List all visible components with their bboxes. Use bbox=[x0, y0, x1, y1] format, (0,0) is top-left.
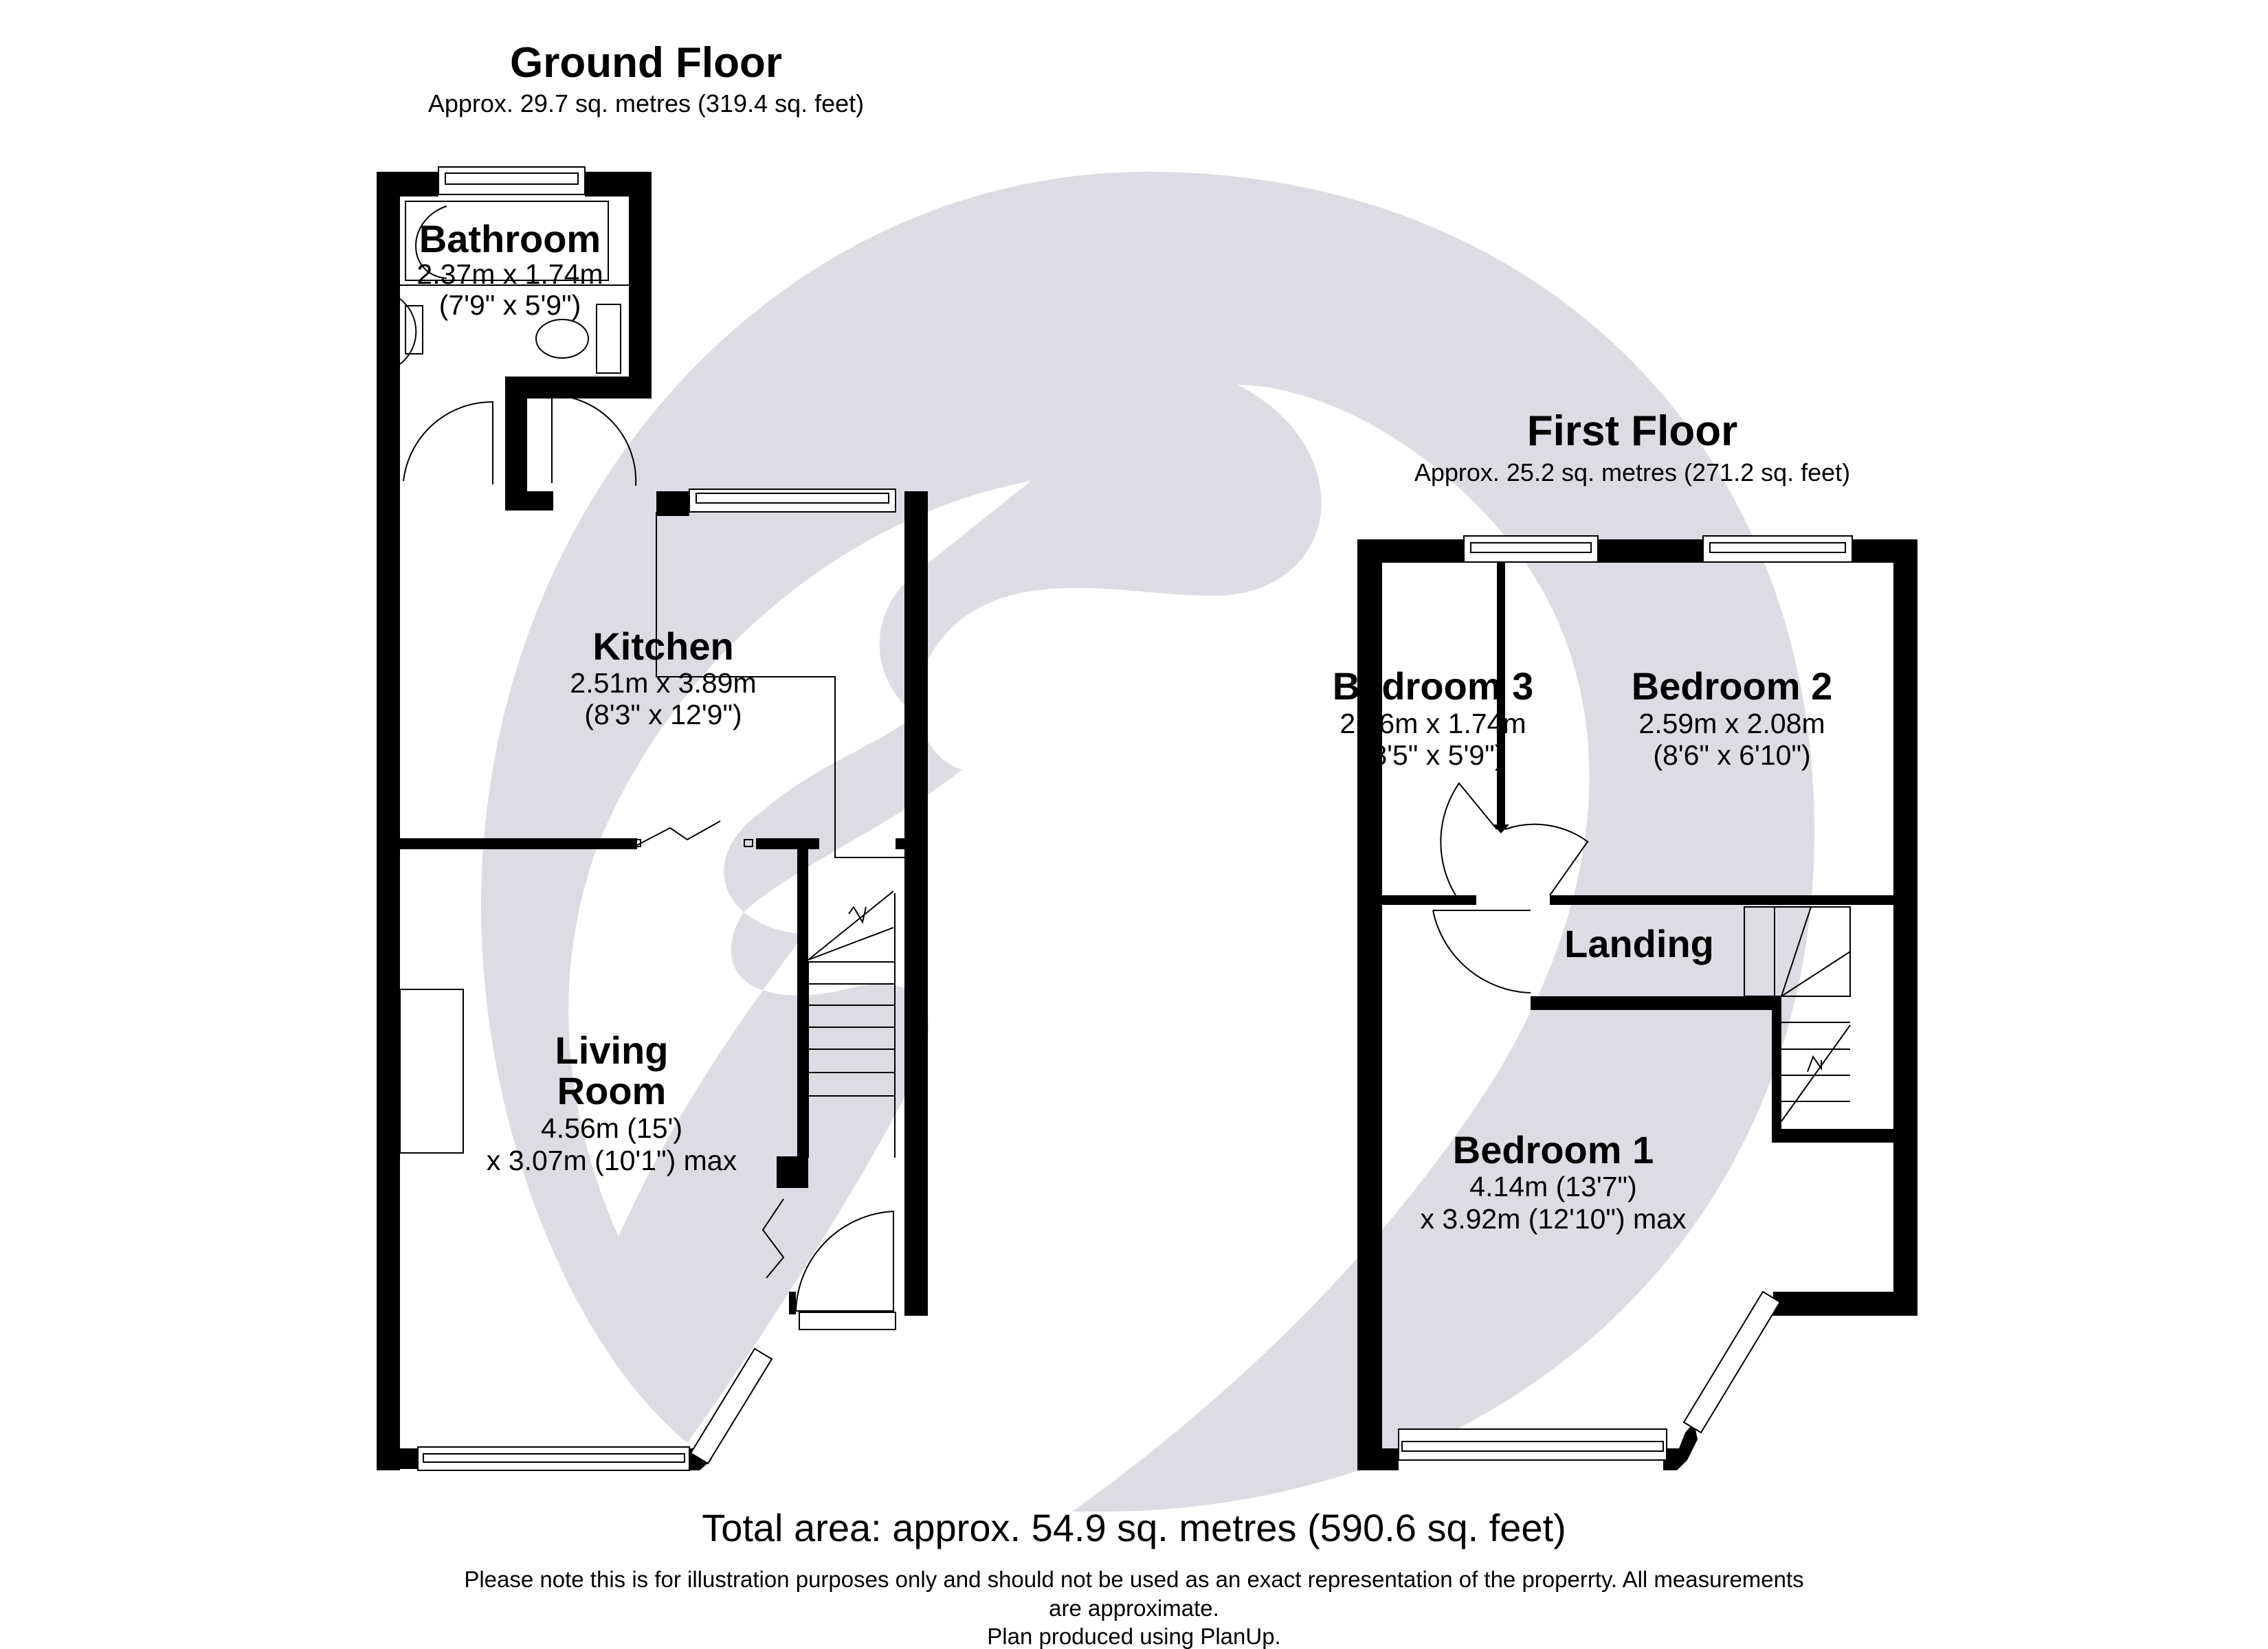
room-name: Kitchen bbox=[592, 625, 733, 668]
toilet-icon bbox=[535, 319, 589, 359]
room-dimensions-imperial: (8'5" x 5'9") bbox=[1362, 739, 1504, 771]
room-dimensions-max: x 3.92m (12'10") max bbox=[1421, 1203, 1687, 1235]
first-floor-title: First Floor bbox=[1527, 407, 1738, 455]
room-dimensions-metric: 2.59m x 2.08m bbox=[1638, 708, 1825, 739]
first-floor-windows bbox=[1398, 535, 1853, 1461]
bifold-door-icon bbox=[761, 1198, 785, 1279]
first-floor-doors bbox=[1432, 782, 1851, 1122]
total-area: Total area: approx. 54.9 sq. metres (590… bbox=[702, 1506, 1566, 1549]
door-swing-icon bbox=[403, 401, 493, 484]
bathroom-fixtures bbox=[399, 201, 629, 374]
staircase-icon bbox=[808, 890, 896, 1158]
door-swing-icon bbox=[1440, 782, 1498, 896]
room-dimensions-metric: 4.56m (15') bbox=[541, 1112, 682, 1144]
planup-credit: Plan produced using PlanUp. bbox=[987, 1624, 1280, 1649]
first-floor-walls bbox=[1357, 539, 1917, 1470]
room-bedroom-1: Bedroom 1 4.14m (13'7") x 3.92m (12'10")… bbox=[1421, 1128, 1687, 1235]
room-name: Landing bbox=[1564, 922, 1714, 965]
ground-floor-windows bbox=[417, 166, 896, 1471]
room-dimensions-metric: 2.51m x 3.89m bbox=[570, 667, 756, 699]
living-room-bay-window-icon bbox=[689, 1347, 773, 1465]
room-dimensions-metric: 2.37m x 1.74m bbox=[416, 258, 603, 290]
room-name: Bedroom 3 bbox=[1333, 664, 1534, 708]
room-name: Bedroom 1 bbox=[1453, 1128, 1654, 1171]
door-swing-icon bbox=[1504, 823, 1589, 896]
room-dimensions-metric: 4.14m (13'7") bbox=[1469, 1171, 1636, 1202]
room-landing: Landing bbox=[1564, 922, 1714, 965]
room-living-room: Living Room 4.56m (15') x 3.07m (10'1") … bbox=[399, 989, 737, 1176]
room-name: Bedroom 2 bbox=[1632, 664, 1833, 708]
disclaimer-line-2: are approximate. bbox=[1049, 1595, 1219, 1621]
room-kitchen: Kitchen 2.51m x 3.89m (8'3" x 12'9") bbox=[570, 625, 756, 730]
front-door-swing-icon bbox=[795, 1210, 894, 1312]
room-bathroom: Bathroom 2.37m x 1.74m (7'9" x 5'9") bbox=[416, 217, 603, 321]
room-dimensions-imperial: (7'9" x 5'9") bbox=[439, 289, 581, 321]
ground-floor-walls bbox=[377, 172, 928, 1470]
door-swing-icon bbox=[551, 394, 637, 486]
fireplace-icon bbox=[399, 989, 464, 1154]
door-swing-icon bbox=[1432, 910, 1531, 994]
room-bedroom-3: Bedroom 3 2.56m x 1.74m (8'5" x 5'9") bbox=[1333, 664, 1534, 771]
room-dimensions-max: x 3.07m (10'1") max bbox=[487, 1145, 737, 1176]
room-dimensions-imperial: (8'6" x 6'10") bbox=[1653, 739, 1810, 771]
ground-floor-title: Ground Floor bbox=[510, 39, 782, 87]
room-name: Bathroom bbox=[419, 217, 601, 260]
bath-icon bbox=[405, 201, 609, 281]
room-name-line1: Living bbox=[555, 1029, 669, 1072]
bifold-door-icon bbox=[636, 820, 721, 846]
bedroom-1-bay-window-icon bbox=[1682, 1290, 1781, 1434]
staircase-icon bbox=[1744, 906, 1851, 1122]
room-dimensions-metric: 2.56m x 1.74m bbox=[1339, 708, 1526, 739]
room-dimensions-imperial: (8'3" x 12'9") bbox=[584, 699, 742, 730]
room-name-line2: Room bbox=[557, 1069, 667, 1112]
room-bedroom-2: Bedroom 2 2.59m x 2.08m (8'6" x 6'10") bbox=[1632, 664, 1833, 771]
ground-floor-doors bbox=[403, 394, 904, 1330]
first-floor-area: Approx. 25.2 sq. metres (271.2 sq. feet) bbox=[1414, 458, 1850, 486]
watermark-logo-icon bbox=[481, 172, 1814, 1512]
disclaimer-line-1: Please note this is for illustration pur… bbox=[464, 1567, 1803, 1592]
ground-floor-area: Approx. 29.7 sq. metres (319.4 sq. feet) bbox=[428, 89, 864, 117]
